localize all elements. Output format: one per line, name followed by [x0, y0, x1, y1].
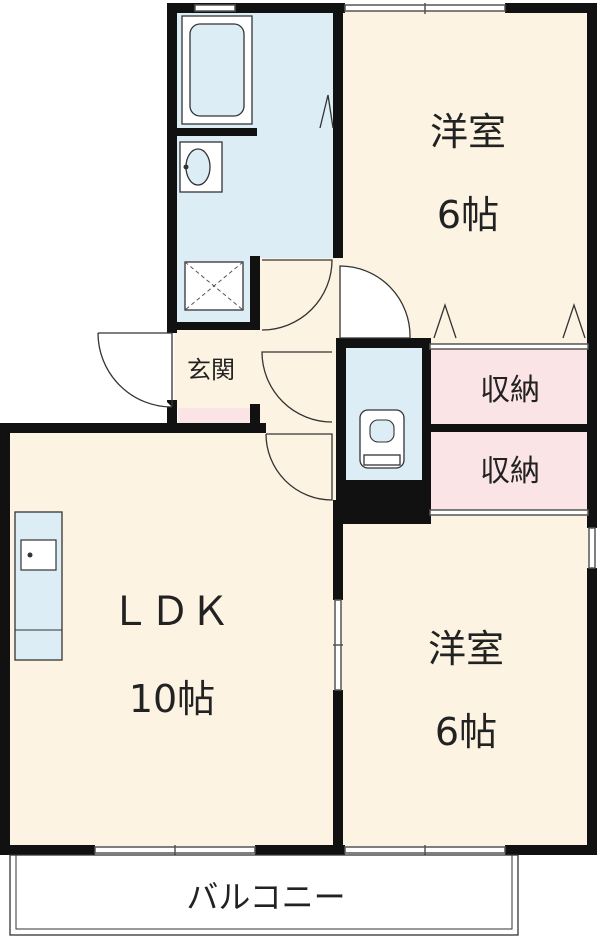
- wall-right-upper: [587, 3, 597, 528]
- wall-storage-divider: [430, 424, 588, 432]
- bathtub-icon: [181, 15, 253, 125]
- western-bottom-floor: [341, 513, 588, 848]
- kitchen-sink-icon: [14, 511, 63, 661]
- storage-1-bifold: [433, 302, 586, 339]
- room-labels: 洋室 6帖 玄関 収納 収納 ＬＤＫ 10帖 洋室 6帖 バルコニー: [110, 110, 540, 916]
- windows: [94, 3, 596, 856]
- wall-bottom-1: [0, 845, 95, 855]
- wall-bath-right: [333, 3, 343, 258]
- door-toilet: [261, 351, 333, 423]
- western-bottom-size: 6帖: [435, 710, 497, 754]
- entrance-label: 玄関: [187, 356, 235, 384]
- walls: [0, 3, 597, 855]
- wall-top-right: [505, 3, 597, 13]
- balcony: [9, 854, 519, 936]
- wall-toilet-right: [422, 338, 431, 524]
- ldk-size: 10帖: [129, 677, 215, 721]
- washbasin-icon: [179, 141, 223, 193]
- entrance-door: [97, 332, 173, 408]
- storage-2-rail: [429, 509, 589, 516]
- entrance-floor: [174, 328, 258, 408]
- wall-ldk-right-lower: [333, 690, 343, 855]
- door-washroom: [261, 259, 333, 331]
- wall-washroom-right: [250, 256, 260, 324]
- entrance-step: [178, 408, 254, 424]
- door-western-top: [339, 265, 411, 339]
- wall-toilet-top: [336, 338, 430, 348]
- toilet-icon: [359, 409, 405, 469]
- balcony-label: バルコニー: [186, 878, 345, 916]
- wall-ldk-right: [333, 500, 343, 600]
- bath-door-bifold: [319, 94, 334, 129]
- western-top-size: 6帖: [437, 193, 499, 237]
- wall-entrance-left-lower: [167, 400, 177, 428]
- washing-machine-pan-icon: [184, 261, 244, 311]
- wall-right-lower: [587, 568, 597, 853]
- wall-top-left: [167, 3, 345, 13]
- door-ldk: [265, 433, 333, 501]
- storage-2-floor: [430, 432, 588, 512]
- storage-1-rail: [429, 343, 589, 350]
- window-right: [588, 527, 596, 569]
- wall-toilet-left: [336, 338, 346, 524]
- window-bath: [194, 4, 236, 12]
- western-bottom-name: 洋室: [428, 627, 504, 671]
- wall-bath-bottom: [167, 128, 257, 136]
- ldk-name: ＬＤＫ: [110, 589, 230, 635]
- wall-left-core: [167, 3, 177, 333]
- western-top-name: 洋室: [430, 110, 506, 154]
- wall-bottom-2: [255, 845, 345, 855]
- wall-ldk-top: [0, 423, 266, 433]
- storage-1-label: 収納: [480, 373, 540, 408]
- wall-entrance-top: [167, 322, 260, 330]
- wall-ldk-left: [0, 423, 10, 853]
- wall-entrance-right: [250, 404, 260, 428]
- doors: [97, 94, 586, 501]
- storage-1-floor: [430, 344, 588, 424]
- wall-bottom-3: [505, 845, 597, 855]
- wall-toilet-bottom: [336, 480, 431, 524]
- storage-2-label: 収納: [480, 454, 540, 489]
